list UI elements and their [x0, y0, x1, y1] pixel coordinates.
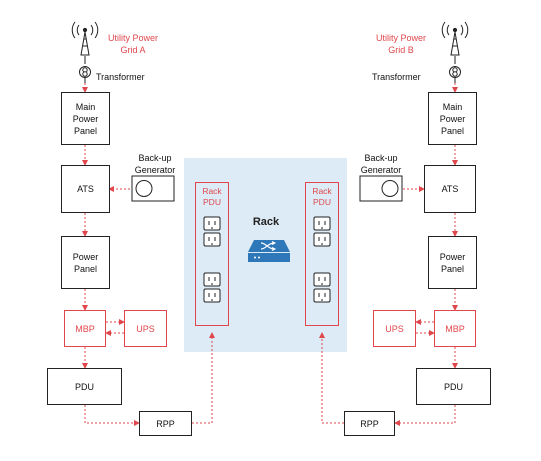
- power-outlet-icon: [313, 272, 331, 287]
- ats-right: ATS: [424, 165, 476, 213]
- transformer-right-label: Transformer: [372, 72, 421, 82]
- main-power-panel-left: Main Power Panel: [61, 92, 110, 145]
- power-outlet-icon: [313, 288, 331, 303]
- rpp-to-rack-right: [319, 332, 344, 424]
- generator-icon-right: [359, 175, 403, 202]
- utility-grid-b-label: Utility Power Grid B: [375, 33, 426, 55]
- power-outlet-icon: [203, 288, 221, 303]
- transformer-icon-right: [449, 66, 461, 83]
- power-outlet-icon: [313, 216, 331, 231]
- pdu-left: PDU: [47, 368, 122, 405]
- transformer-left-label: Transformer: [96, 72, 145, 82]
- generator-left-label: Back-up Generator: [134, 153, 176, 175]
- rpp-to-rack-left: [192, 332, 215, 424]
- power-outlet-icon: [203, 232, 221, 247]
- transformer-icon-left: [79, 66, 91, 83]
- power-panel-left: Power Panel: [61, 236, 110, 289]
- rack-title: Rack: [252, 216, 280, 228]
- generator-right-label: Back-up Generator: [360, 153, 402, 175]
- mbp-left: MBP: [64, 310, 106, 347]
- generator-icon-left: [131, 175, 175, 202]
- rpp-left: RPP: [139, 411, 192, 436]
- ups-right: UPS: [373, 310, 416, 347]
- utility-tower-icon-left: [71, 21, 99, 64]
- ups-left: UPS: [124, 310, 167, 347]
- pdu-right: PDU: [416, 368, 491, 405]
- pdu-to-rpp-right: [394, 405, 456, 426]
- mbp-right: MBP: [434, 310, 476, 347]
- rack-pdu-right-label: Rack PDU: [312, 186, 332, 207]
- network-switch-icon: [248, 240, 290, 262]
- main-power-panel-right: Main Power Panel: [428, 92, 477, 145]
- rack-pdu-left-label: Rack PDU: [202, 186, 222, 207]
- power-outlet-icon: [203, 272, 221, 287]
- power-outlet-icon: [313, 232, 331, 247]
- rack-pdu-right: Rack PDU: [305, 182, 339, 326]
- power-outlet-icon: [203, 216, 221, 231]
- pdu-to-rpp-left: [84, 405, 140, 426]
- ats-left: ATS: [61, 165, 110, 213]
- utility-grid-a-label: Utility Power Grid A: [107, 33, 158, 55]
- power-panel-right: Power Panel: [428, 236, 477, 289]
- utility-tower-icon-right: [441, 21, 469, 64]
- rpp-right: RPP: [344, 411, 395, 436]
- rack-pdu-left: Rack PDU: [195, 182, 229, 326]
